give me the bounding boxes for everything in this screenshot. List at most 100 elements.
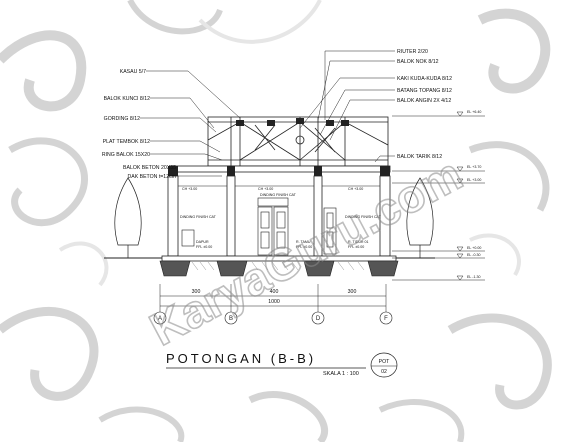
leader-riuter (324, 50, 395, 120)
callout-kaki-kuda: KAKI KUDA-KUDA 8/12 (397, 76, 452, 82)
wall-finish-label-2: DINDING FINISH CAT (260, 193, 297, 197)
leader-balok-kunci (150, 97, 215, 129)
swirl-ornament-6 (468, 141, 550, 212)
soil-hatch-line (291, 261, 299, 271)
ring-beam-band (169, 165, 391, 173)
truss-strut-2 (254, 124, 276, 151)
swirl-ornament-10 (378, 399, 465, 442)
soil-hatch-line (271, 261, 279, 271)
swirl-ornament-3 (0, 307, 99, 401)
elevation-030: EL -0.30 (467, 253, 480, 257)
roof-truss (207, 116, 389, 167)
ceiling-label-3: CH +3.00 (348, 187, 363, 191)
callout-leaders (140, 50, 395, 177)
watermark-text: KaryaGuru.com (141, 147, 470, 355)
ring-beam-a (168, 166, 178, 176)
door-panel-right-2 (276, 231, 286, 249)
sheet-label: POT (379, 359, 390, 365)
footing-d (303, 260, 335, 277)
door-2-panel-1 (326, 212, 334, 229)
dim-total: 1000 (268, 299, 280, 305)
callouts-left: KASAU 5/7 BALOK KUNCI 8/12 GORDING 8/12 … (102, 69, 176, 180)
swirl-ornament-4 (127, 0, 223, 35)
callout-kasau: KASAU 5/7 (120, 69, 146, 75)
callout-batang-topang: BATANG TOPANG 8/12 (397, 88, 452, 94)
swirl-ornament-11 (58, 241, 109, 287)
ceiling-label-1: CH +3.00 (182, 187, 197, 191)
elevation-triangle (456, 166, 464, 172)
drawing-title: POTONGAN (B-B) (166, 351, 316, 366)
elevation-640: EL +6.40 (467, 110, 481, 114)
grid-axis-a: A (158, 316, 162, 322)
footing-b (216, 260, 248, 277)
callout-balok-angin: BALOK ANGIN 2X 4/12 (397, 98, 451, 104)
leader-balok-nok (317, 60, 395, 121)
swirl-background-light (58, 0, 521, 287)
leader-gording (140, 117, 217, 133)
callouts-right: RIUTER 2/20 BALOK NOK 8/12 KAKI KUDA-KUD… (397, 49, 452, 160)
room-tamu-ffl: FFL ±0.00 (296, 245, 312, 249)
soil-hatch-line (199, 261, 207, 271)
soil-hatch-line (357, 261, 365, 271)
elevation-markers (392, 111, 485, 281)
foundation (104, 255, 435, 277)
room-labels: CH +3.00 CH +3.00 CH +3.00 DINDING FINIS… (180, 187, 382, 249)
dim-span-df: 300 (348, 289, 357, 295)
door-2-panel-2 (326, 231, 334, 248)
sheet-number: 02 (381, 369, 387, 375)
grid-bubble-a (153, 311, 167, 325)
elevation-triangle (456, 246, 464, 252)
callout-gording: GORDING 8/12 (104, 116, 140, 122)
elevation-triangle (456, 111, 464, 117)
soil-hatch-line (337, 261, 345, 271)
callout-plat-tembok: PLAT TEMBOK 8/12 (103, 139, 150, 145)
drawing-scale: SKALA 1 : 100 (323, 371, 359, 377)
room-dapur-ffl: FFL ±0.00 (196, 245, 212, 249)
leader-plat-tembok (150, 140, 221, 153)
floor-slab (161, 255, 397, 262)
room-tamu: R. TAMU (296, 240, 311, 244)
purlin (341, 120, 349, 126)
swirl-ornament-8 (248, 391, 328, 442)
swirl-ornament-9 (98, 406, 185, 442)
grid-axis-f: F (384, 316, 388, 322)
ceiling-label-2: CH +3.00 (258, 187, 273, 191)
elevation-370: EL +3.70 (467, 165, 481, 169)
sheet-badge: POT 02 (370, 352, 398, 378)
grid-axis-d: D (316, 316, 321, 322)
wall-finish-label-1: DINDING FINISH CAT (180, 215, 217, 219)
elevation-triangle (456, 275, 464, 281)
truss-diag-2 (239, 121, 301, 161)
callout-dak-beton: DAK BETON t=12cm (128, 174, 176, 180)
swirl-ornament-12 (469, 233, 521, 277)
sheet-badge-outline (370, 352, 398, 378)
elevation-triangle (456, 178, 464, 184)
footing-a (159, 260, 191, 277)
swirl-ornament-1 (0, 30, 87, 112)
ring-beam-f (380, 166, 390, 176)
leader-balok-angin (329, 99, 395, 141)
elevation-300: EL +3.00 (467, 178, 481, 182)
tree-left (114, 177, 142, 246)
swirl-ornament-13 (198, 0, 322, 44)
door-transom (257, 197, 289, 207)
callout-balok-kunci: BALOK KUNCI 8/12 (104, 96, 151, 102)
callout-balok-tarik: BALOK TARIK 8/12 (397, 154, 442, 160)
truss-node (295, 135, 305, 145)
column-b (226, 175, 236, 257)
leader-ring-balok (150, 153, 223, 161)
dim-span-bd: 400 (270, 289, 279, 295)
footing-f (367, 260, 399, 277)
swirl-ornament-5 (477, 8, 551, 94)
room-tidur-ffl: FFL ±0.00 (348, 245, 364, 249)
truss-diag-5 (207, 121, 241, 141)
dimension-texts: 300 400 300 1000 (192, 289, 357, 305)
soil-hatch-line (251, 261, 259, 271)
room-tidur: R. TIDUR 01 (348, 240, 369, 244)
soil-hatch (191, 261, 365, 271)
wall-finish-label-3: DINDING FINISH CAT (345, 215, 382, 219)
leader-kaki-kuda (299, 77, 395, 129)
dim-span-ab: 300 (192, 289, 201, 295)
